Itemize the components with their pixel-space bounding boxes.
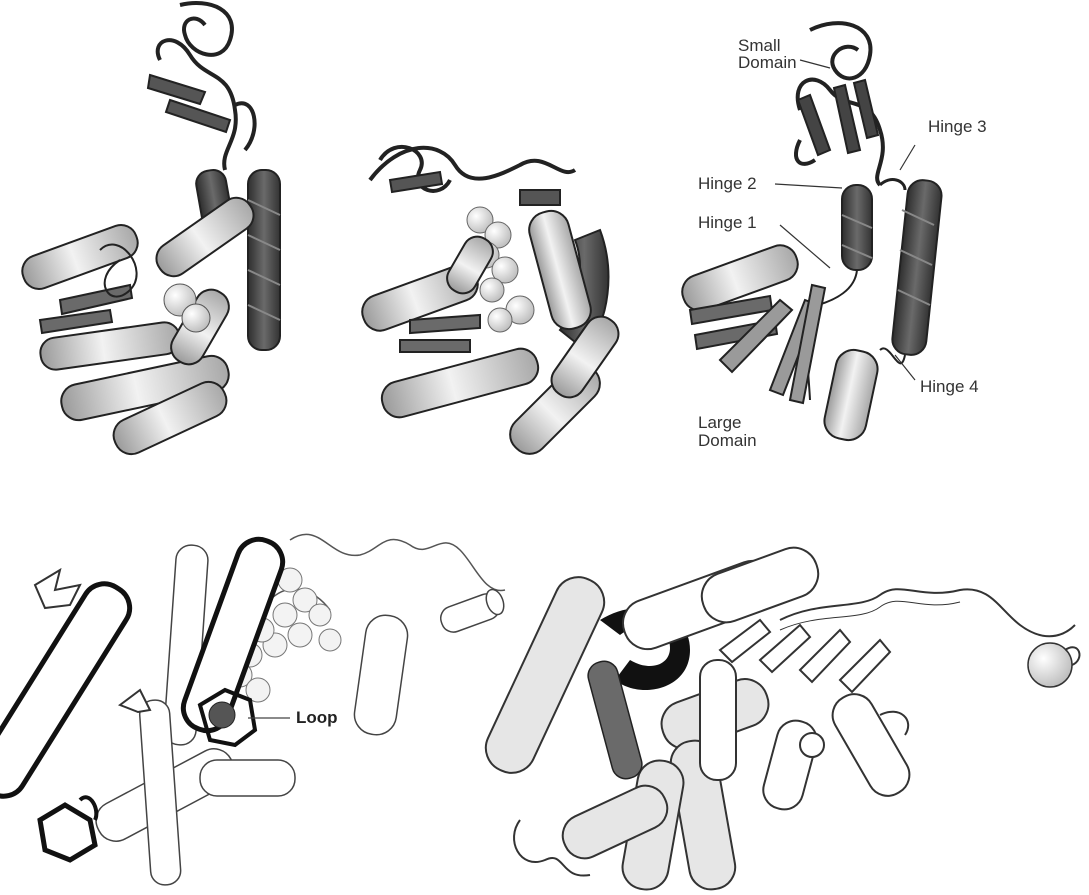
panel-5-cylinder-structure <box>478 541 1080 893</box>
panel-4-cylinder-structure <box>0 533 507 886</box>
p1-dark-helix-a <box>248 170 280 350</box>
label-small-domain-2: Domain <box>738 53 797 72</box>
p4-bold-cylinder-left <box>0 576 138 805</box>
label-large-domain-1: Large <box>698 413 741 432</box>
p5-cylinders <box>478 541 917 893</box>
label-hinge-4: Hinge 4 <box>920 377 979 396</box>
label-hinge-3: Hinge 3 <box>928 117 987 136</box>
label-large-domain-2: Domain <box>698 431 757 450</box>
p4-right-cylinder <box>352 613 410 738</box>
p3-dark-helix-long <box>891 179 943 357</box>
p4-small-cylinder <box>437 587 507 635</box>
label-hinge-1: Hinge 1 <box>698 213 757 232</box>
panel-3-ribbon-structure <box>677 23 943 443</box>
label-loop: Loop <box>296 708 338 727</box>
p1-light-helices <box>18 192 260 460</box>
p3-dark-helix-short <box>842 185 872 270</box>
panel-1-ribbon-structure <box>18 3 280 460</box>
panel-2-ribbon-structure <box>357 147 624 461</box>
label-hinge-2: Hinge 2 <box>698 174 757 193</box>
p4-loop-node <box>209 702 235 728</box>
